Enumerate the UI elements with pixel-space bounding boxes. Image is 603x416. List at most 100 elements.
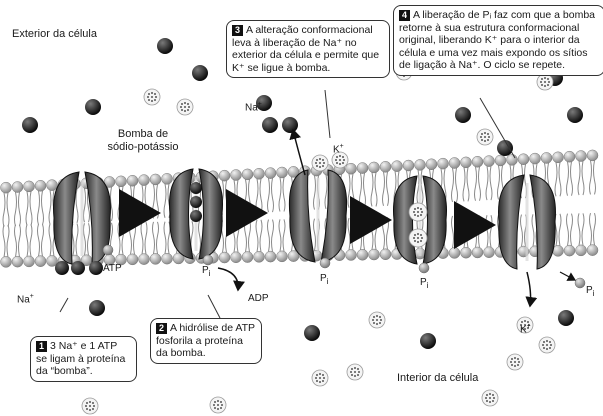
step-2-callout: 2A hidrólise de ATP fosforila a proteína… (150, 318, 262, 364)
lipid-head (47, 180, 58, 191)
sodium-ion (304, 325, 320, 341)
potassium-dot (351, 368, 353, 370)
pi-sub: i (593, 288, 595, 298)
lipid-head (541, 152, 552, 163)
potassium-dot (335, 159, 337, 161)
potassium-dot (323, 377, 325, 379)
potassium-dot (421, 211, 423, 213)
potassium-ion (409, 229, 427, 247)
lipid-tail (49, 190, 51, 224)
lipid-tail (237, 220, 239, 252)
potassium-dot (217, 404, 219, 406)
lipid-tail (371, 172, 373, 206)
potassium-dot (376, 315, 378, 317)
potassium-dot (357, 368, 359, 370)
na-label: Na+ (245, 98, 262, 114)
lipid-head (357, 249, 368, 260)
potassium-dot (358, 371, 360, 373)
lipid-tail (594, 160, 596, 194)
potassium-dot (350, 371, 352, 373)
potassium-ion (539, 337, 555, 353)
sodium-ion (55, 261, 69, 275)
lipid-tail (467, 167, 469, 201)
lipid-head (116, 176, 127, 187)
lipid-tail (245, 220, 247, 252)
lipid-tail (118, 223, 120, 255)
sodium-ion (192, 65, 208, 81)
lipid-head (484, 156, 495, 167)
potassium-ion (482, 390, 498, 406)
lipid-head (139, 254, 150, 265)
potassium-dot (342, 162, 344, 164)
lipid-tail (226, 221, 228, 253)
potassium-dot (511, 364, 513, 366)
lipid-tail (118, 186, 120, 220)
potassium-dot (187, 103, 189, 105)
potassium-dot (147, 96, 149, 98)
potassium-dot (220, 401, 222, 403)
lipid-tail (26, 191, 28, 225)
potassium-dot (316, 159, 318, 161)
sodium-ion (22, 117, 38, 133)
potassium-dot (188, 106, 190, 108)
potassium-dot (351, 374, 353, 376)
lipid-head (357, 163, 368, 174)
pi-label: Pi (320, 272, 329, 288)
phosphate (320, 258, 330, 268)
lipid-tail (582, 213, 584, 245)
adp-arrow (218, 268, 238, 290)
lipid-tail (164, 184, 166, 218)
potassium-ion (210, 397, 226, 413)
potassium-dot (546, 340, 548, 342)
potassium-dot (336, 162, 338, 164)
potassium-dot (481, 139, 483, 141)
lipid-head (472, 156, 483, 167)
potassium-dot (544, 77, 546, 79)
k-text: K (333, 144, 340, 155)
potassium-ion (82, 398, 98, 414)
lipid-tail (272, 178, 274, 212)
step-text: A hidrólise de ATP fosforila a proteína … (156, 322, 255, 359)
lipid-tail (559, 162, 561, 196)
lipid-head (346, 249, 357, 260)
potassium-dot (214, 401, 216, 403)
lipid-head (219, 170, 230, 181)
lipid-tail (594, 213, 596, 245)
potassium-dot (541, 84, 543, 86)
lipid-tail (467, 216, 469, 248)
sodium-ion (71, 261, 85, 275)
sodium-ion (85, 99, 101, 115)
potassium-dot (86, 402, 88, 404)
pi-text: P (320, 273, 327, 284)
potassium-dot (151, 92, 153, 94)
lipid-tail (233, 220, 235, 252)
lipid-tail (463, 216, 465, 248)
sodium-ion (420, 333, 436, 349)
potassium-dot (154, 99, 156, 101)
potassium-dot (316, 374, 318, 376)
potassium-dot (85, 405, 87, 407)
step-number: 1 (36, 341, 47, 352)
lipid-tail (571, 214, 573, 246)
lipid-head (587, 150, 598, 161)
lipid-head (380, 161, 391, 172)
lipid-head (162, 253, 173, 264)
lipid-tail (153, 222, 155, 254)
sodium-ion (89, 261, 103, 275)
callout-line (208, 295, 220, 318)
potassium-dot (544, 85, 546, 87)
potassium-dot (376, 323, 378, 325)
adp-label: ADP (248, 292, 269, 305)
potassium-dot (540, 81, 542, 83)
lipid-head (461, 157, 472, 168)
potassium-dot (322, 165, 324, 167)
sodium-ion (157, 38, 173, 54)
potassium-dot (492, 394, 494, 396)
potassium-dot (322, 159, 324, 161)
potassium-dot (517, 364, 519, 366)
lipid-head (254, 168, 265, 179)
potassium-dot (213, 404, 215, 406)
potassium-dot (151, 96, 153, 98)
potassium-dot (339, 159, 341, 161)
lipid-tail (249, 220, 251, 252)
